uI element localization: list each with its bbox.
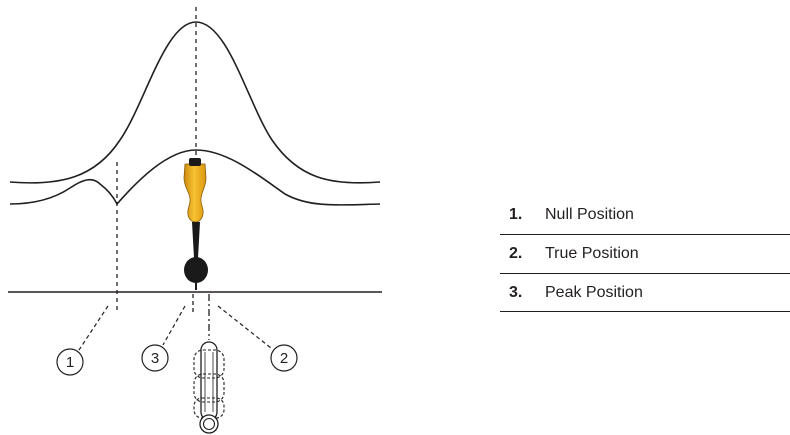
null-signal-curve — [9, 149, 381, 206]
buried-pipe — [193, 341, 225, 434]
legend-number: 3. — [509, 283, 523, 301]
true-leader-line — [217, 305, 272, 349]
peak-leader-line — [162, 305, 186, 346]
legend-item-null-position: 1. Null Position — [500, 195, 790, 234]
locating-diagram: 1 3 2 — [8, 7, 382, 434]
legend-label: Null Position — [545, 205, 634, 223]
position-legend: 1. Null Position 2. True Position 3. Pea… — [500, 195, 790, 312]
locator-device — [183, 158, 208, 290]
peak-signal-curve — [9, 21, 381, 184]
null-callout-number: 1 — [66, 354, 74, 371]
legend-item-peak-position: 3. Peak Position — [500, 273, 790, 312]
peak-callout-number: 3 — [151, 350, 159, 367]
legend-number: 2. — [509, 245, 523, 262]
peak-callout-circle — [141, 344, 169, 372]
true-callout-number: 2 — [280, 350, 288, 367]
legend-number: 1. — [509, 205, 523, 223]
null-leader-line — [78, 305, 109, 351]
legend-label: Peak Position — [545, 283, 643, 301]
legend-item-true-position: 2. True Position — [500, 234, 790, 273]
null-callout-circle — [56, 348, 84, 376]
true-callout-circle — [270, 344, 298, 372]
legend-label: True Position — [545, 245, 639, 262]
